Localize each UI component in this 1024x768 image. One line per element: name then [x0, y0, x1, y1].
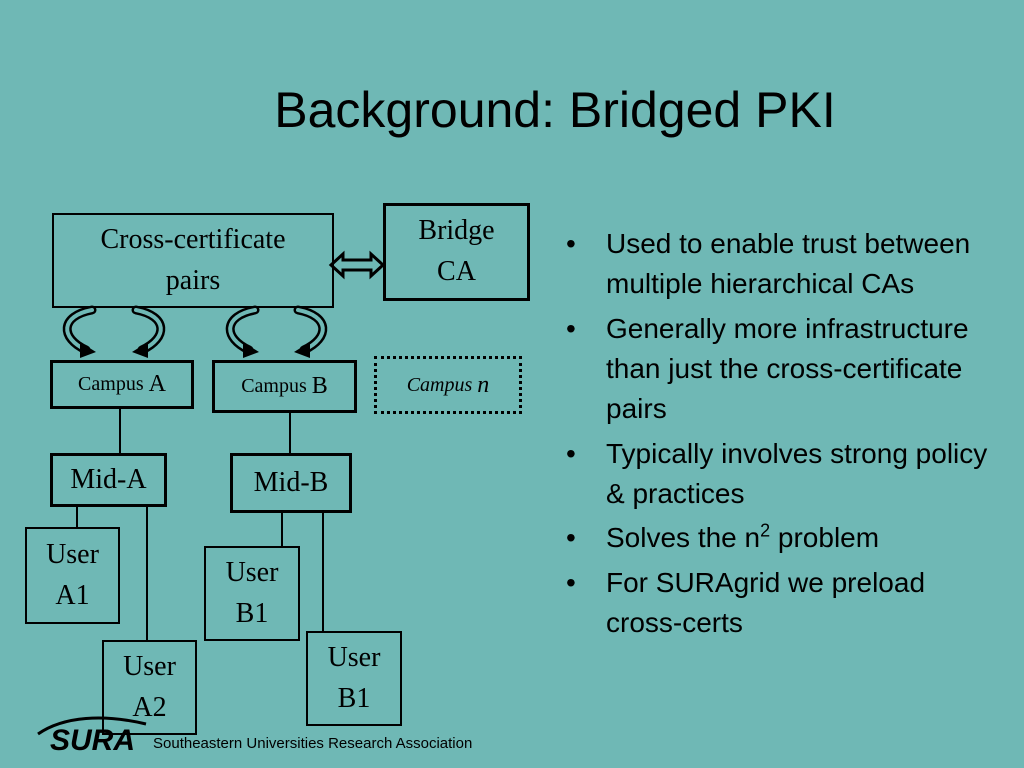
campus-b-prefix: Campus [241, 375, 312, 397]
campus-n-box: Campus n [374, 356, 522, 414]
bullet-item: Typically involves strong policy & pract… [566, 434, 1006, 515]
double-arrow-icon [328, 250, 386, 280]
user-a1-line1: User [46, 538, 99, 570]
bullet-text-before: Solves the n [606, 522, 761, 554]
sura-logo-icon: SURA [37, 716, 147, 754]
campus-a-letter: A [148, 371, 166, 397]
user-b1-box-second: User B1 [306, 631, 402, 726]
bullet-text-after: problem [770, 522, 880, 554]
bridge-ca-label-line1: Bridge [418, 215, 495, 247]
cross-cert-arrows-icon [62, 305, 328, 355]
campus-b-letter: B [311, 373, 328, 399]
user-a1-line2: A1 [55, 579, 90, 611]
mid-b-label: Mid-B [253, 466, 329, 498]
user-b1-second-line2: B1 [337, 682, 371, 714]
campus-a-box: Campus A [50, 360, 194, 409]
user-b1-box-first: User B1 [204, 546, 300, 641]
bullet-item: Used to enable trust between multiple hi… [566, 224, 1006, 305]
footer-text: Southeastern Universities Research Assoc… [153, 735, 473, 752]
bridge-ca-label-line2: CA [437, 256, 476, 287]
bullet-item: For SURAgrid we preload cross-certs [566, 563, 1006, 644]
logo-text: SURA [50, 724, 135, 754]
bullet-item: Generally more infrastructure than just … [566, 309, 1006, 430]
user-a2-box: User A2 [102, 640, 197, 735]
user-a1-box: User A1 [25, 527, 120, 624]
campus-a-prefix: Campus [78, 373, 149, 395]
bridge-ca-box: Bridge CA [383, 203, 530, 301]
user-b1-second-line1: User [327, 641, 381, 673]
slide-title: Background: Bridged PKI [274, 82, 836, 138]
mid-a-box: Mid-A [50, 453, 167, 507]
cross-cert-label-line1: Cross-certificate [100, 223, 286, 255]
cross-certificate-pairs-box: Cross-certificate pairs [52, 213, 334, 308]
user-a2-line2: A2 [132, 691, 167, 723]
user-a2-line1: User [123, 650, 176, 682]
bullet-list: Used to enable trust between multiple hi… [566, 224, 1006, 647]
user-b1-first-line2: B1 [235, 597, 269, 629]
campus-n-letter: n [477, 371, 490, 398]
campus-b-box: Campus B [212, 360, 357, 413]
bullet-item: Solves the n2 problem [566, 518, 1006, 559]
mid-a-label: Mid-A [70, 463, 147, 495]
bullet-superscript: 2 [760, 520, 771, 541]
cross-cert-label-line2: pairs [165, 264, 221, 296]
mid-b-box: Mid-B [230, 453, 352, 513]
user-b1-first-line1: User [225, 556, 279, 588]
campus-n-prefix: Campus [406, 373, 478, 396]
